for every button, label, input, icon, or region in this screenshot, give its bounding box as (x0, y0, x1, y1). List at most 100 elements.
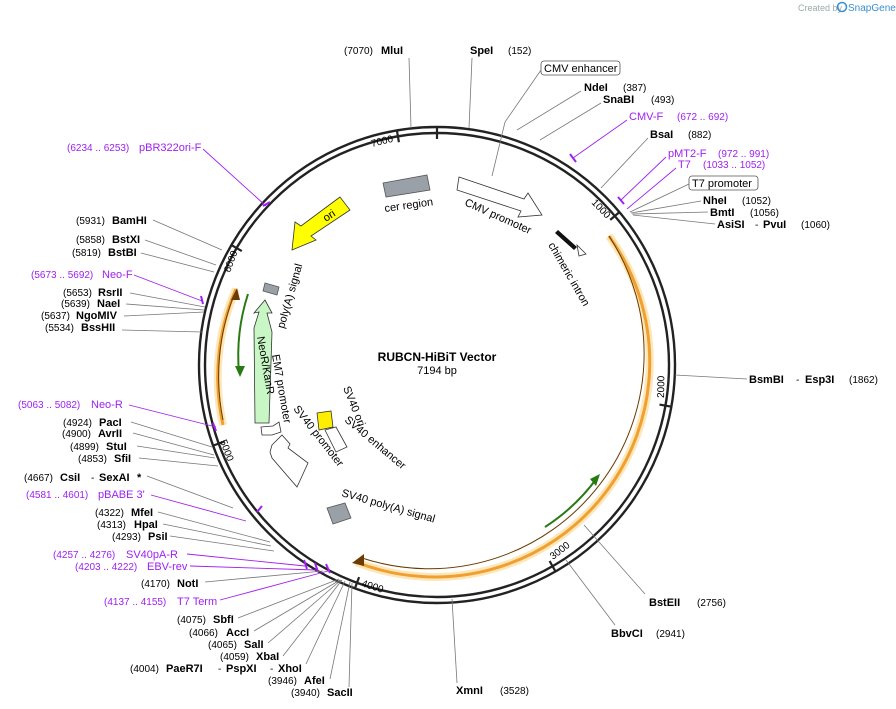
cer-region-label: cer region (384, 196, 434, 215)
esp3i-name: Esp3I (805, 374, 834, 386)
paer7i-pos: (4004) (130, 664, 159, 675)
pspxi-sep: - (270, 664, 273, 675)
leader-sbfi (237, 578, 340, 619)
leader-stui (136, 445, 216, 459)
leader-sfii (138, 457, 219, 467)
leader-pmt2f (620, 156, 667, 201)
green-arc-right-arrowhead (590, 474, 600, 486)
leader-bsai (600, 137, 649, 189)
leader-xbai (282, 579, 343, 657)
ebv-rev-primer-mark (314, 562, 319, 573)
leader-acci (253, 579, 341, 632)
neo-kanr-feature (252, 299, 273, 424)
leader-neo-r (128, 404, 217, 428)
stui-name: StuI (106, 441, 127, 453)
sfii-pos: (4853) (78, 454, 107, 465)
leader-t7-term (219, 570, 329, 601)
pmt2f-primer-mark (617, 196, 625, 205)
pbr322ori-f-name: pBR322ori-F (139, 142, 202, 154)
bsmbi-name: BsmBI (749, 374, 784, 386)
bsmbi-sep: - (796, 375, 799, 386)
csii-pos: (4667) (24, 473, 53, 484)
acci-pos: (4066) (189, 628, 218, 639)
leader-csii (146, 475, 234, 509)
bstbi-pos: (5819) (72, 248, 101, 259)
asisi-name: AsiSI (717, 219, 745, 231)
sacii-name: SacII (327, 687, 353, 699)
naei-name: NaeI (97, 298, 120, 310)
bsteii-name: BstEII (649, 597, 680, 609)
avrii-pos: (4900) (62, 429, 91, 440)
mfei-pos: (4322) (95, 508, 124, 519)
ngomiv-name: NgoMIV (76, 310, 118, 322)
leader-bstbi (140, 252, 215, 273)
t7-term-primer-mark (325, 563, 331, 574)
orf-arc-left-arrowhead (231, 288, 240, 300)
cmvf-name: CMV-F (629, 111, 664, 123)
leader-afei (329, 581, 351, 680)
tick-mark-4000 (353, 576, 361, 589)
ebv-rev-name: EBV-rev (147, 561, 188, 573)
neo-r-primer-mark (212, 422, 217, 432)
xbai-name: XbaI (256, 651, 279, 663)
asisi-pos: (1060) (801, 220, 830, 231)
neo-r-name: Neo-R (91, 399, 123, 411)
leader-bsteii (583, 524, 646, 595)
mlui-pos: (7070) (344, 46, 373, 57)
bamhi-name: BamHI (112, 215, 147, 227)
leader-asisi (632, 214, 716, 225)
t7-term-range: (4137 .. 4155) (104, 597, 166, 608)
sv40-enhancer-feature (324, 426, 348, 453)
sv40pa-r-range: (4257 .. 4276) (53, 550, 115, 561)
neo-f-primer-mark (200, 295, 204, 305)
ori-feature (291, 196, 351, 251)
tick-marks (212, 127, 672, 589)
leader-t7-promoter (629, 183, 690, 213)
leader-t7 (626, 167, 677, 210)
tick-mark-1000 (609, 211, 621, 221)
mfei-name: MfeI (131, 507, 153, 519)
leader-ebv-rev (189, 565, 317, 571)
sexai-name: SexAI (99, 472, 130, 484)
cmv-promoter-feature (456, 176, 543, 218)
green-arc-right (544, 477, 598, 528)
credit-brand: SnapGene (848, 3, 896, 14)
polyA-signal-feature (262, 282, 280, 296)
bamhi-pos: (5931) (76, 216, 105, 227)
pbr322ori-f-primer-mark (262, 201, 271, 207)
xbai-pos: (4059) (220, 652, 249, 663)
leader-bbvci (565, 559, 616, 626)
xmni-pos: (3528) (500, 686, 529, 697)
orf-arc-right (355, 235, 652, 579)
leader-mfei (157, 511, 271, 543)
sv40pa-r-name: SV40pA-R (126, 549, 178, 561)
noti-name: NotI (177, 578, 198, 590)
plasmid-length: 7194 bp (417, 365, 457, 377)
bsai-name: BsaI (650, 129, 673, 141)
sacii-pos: (3940) (291, 688, 320, 699)
pbabe3-name: pBABE 3' (98, 489, 145, 501)
bsteii-pos: (2756) (697, 598, 726, 609)
leader-bamhi (152, 219, 223, 251)
tick-mark-6000 (230, 244, 243, 253)
pbabe3-range: (4581 .. 4601) (26, 490, 88, 501)
spei-name: SpeI (470, 45, 493, 57)
afei-name: AfeI (304, 675, 325, 687)
leader-ndei (516, 90, 582, 131)
sbfi-name: SbfI (213, 614, 234, 626)
psii-name: PsiI (148, 531, 168, 543)
psii-pos: (4293) (112, 532, 141, 543)
sali-pos: (4065) (208, 640, 237, 651)
leader-noti (204, 570, 324, 583)
em7-promoter-feature (260, 421, 282, 436)
afei-pos: (3946) (268, 676, 297, 687)
pmt2f-range: (972 .. 991) (718, 149, 769, 160)
t7-name: T7 (678, 159, 691, 171)
mlui-name: MluI (381, 45, 403, 57)
sv40-polyA-label: SV40 poly(A) signal (340, 487, 436, 525)
naei-pos: (5639) (61, 299, 90, 310)
chimeric-intron-feature (555, 230, 577, 250)
xhoi-name: XhoI (278, 663, 302, 675)
bstxi-name: BstXI (112, 234, 140, 246)
